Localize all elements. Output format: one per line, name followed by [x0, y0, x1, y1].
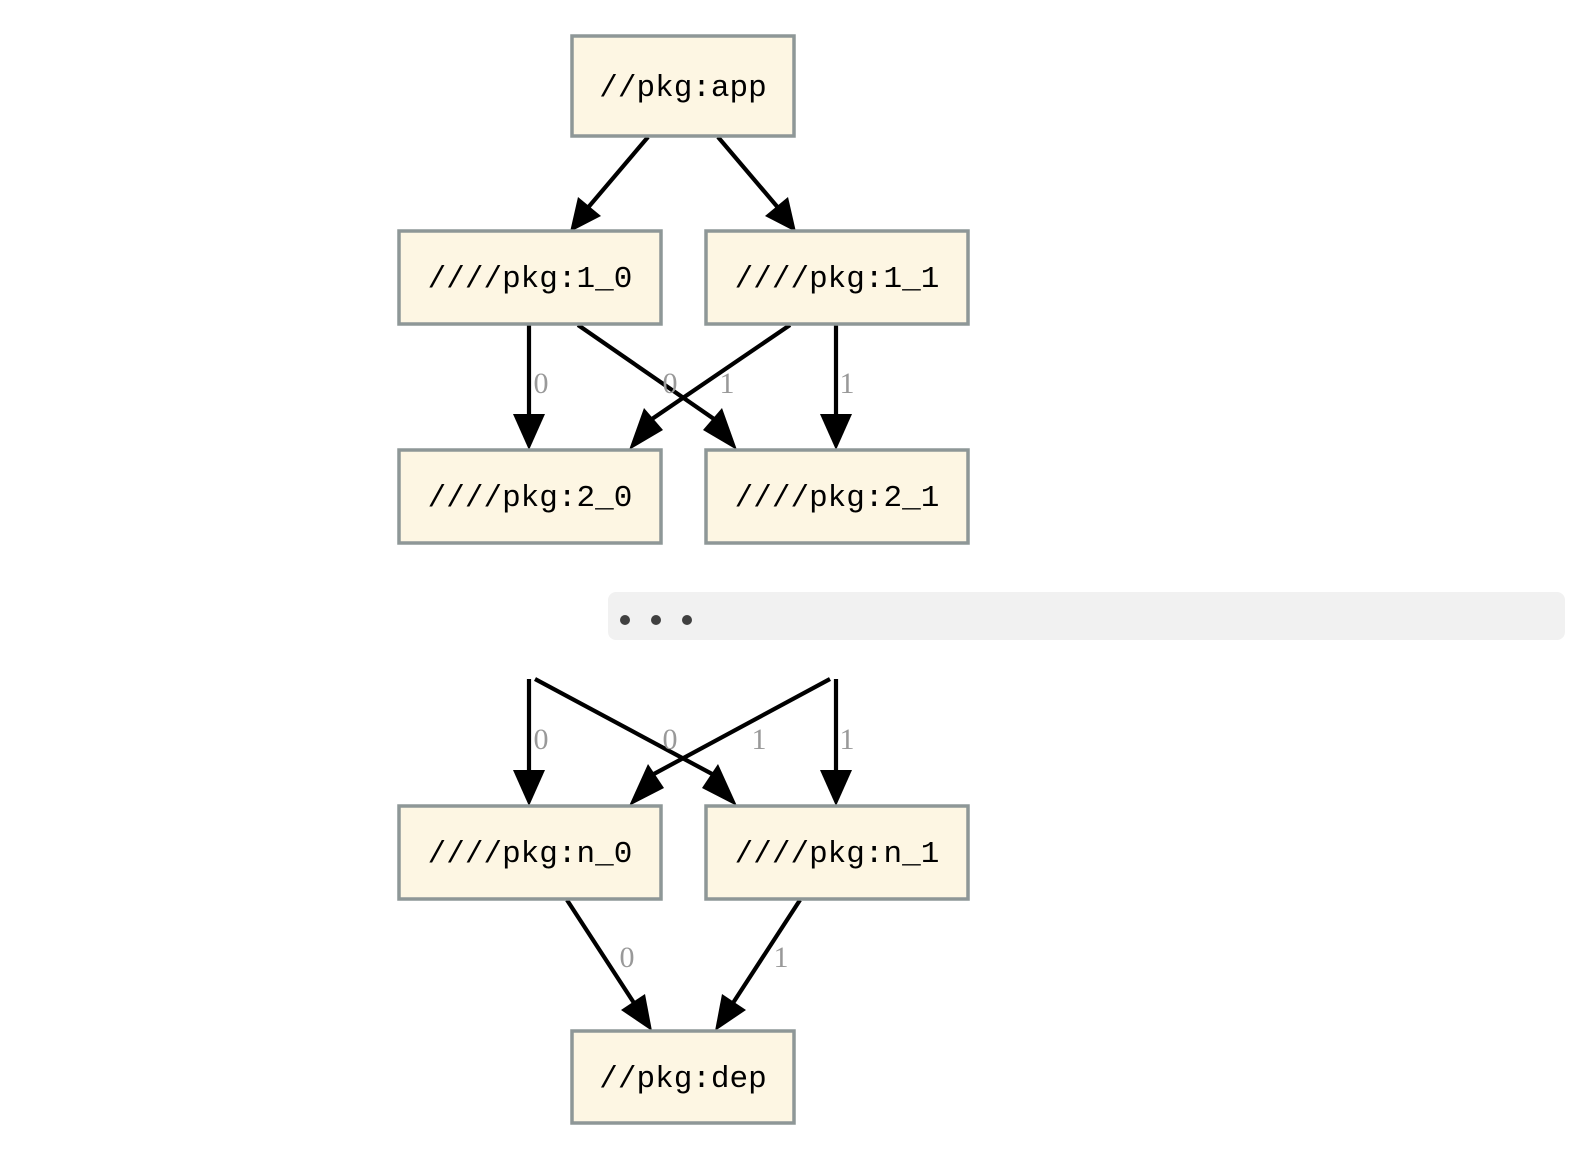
- edge-pkg-n-0-to-dep: 0: [565, 898, 652, 1031]
- edge-label: 1: [840, 723, 855, 756]
- edge-truncated2-to-pkg-n-0: 1: [629, 677, 831, 806]
- edge-truncated-to-pkg-n-1: 0: [534, 677, 737, 806]
- edge-pkg-n-1-to-dep: 1: [715, 898, 802, 1031]
- edge-label: 1: [840, 367, 855, 400]
- node-pkg-2-1[interactable]: ////pkg:2_1: [704, 448, 970, 545]
- edge-label: 0: [663, 367, 678, 400]
- edge-pkg-1-0-to-pkg-2-0: 0: [513, 325, 549, 450]
- ellipsis-dot: [620, 615, 630, 625]
- node-label: ////pkg:1_1: [735, 262, 940, 297]
- node-label: ////pkg:2_1: [735, 481, 940, 516]
- node-pkg-app[interactable]: //pkg:app: [570, 34, 796, 138]
- edge-label: 1: [752, 723, 767, 756]
- ellipsis-band: [608, 592, 1565, 640]
- node-pkg-1-0[interactable]: ////pkg:1_0: [397, 229, 663, 326]
- edge-label: 0: [534, 367, 549, 400]
- edge-label: 0: [534, 723, 549, 756]
- node-label: //pkg:dep: [599, 1062, 766, 1097]
- edge-app-to-pkg-1-1: [716, 135, 796, 232]
- edge-truncated-to-pkg-n-0: 0: [513, 679, 549, 806]
- edge-pkg-1-1-to-pkg-2-0: 1: [629, 323, 792, 450]
- node-pkg-2-0[interactable]: ////pkg:2_0: [397, 448, 663, 545]
- node-pkg-n-0[interactable]: ////pkg:n_0: [397, 804, 663, 901]
- node-pkg-n-1[interactable]: ////pkg:n_1: [704, 804, 970, 901]
- edge-pkg-1-0-to-pkg-2-1: 0: [576, 323, 737, 450]
- edge-app-to-pkg-1-0: [570, 135, 650, 232]
- node-label: //pkg:app: [599, 71, 766, 106]
- node-label: ////pkg:2_0: [428, 481, 633, 516]
- ellipsis-dot: [651, 615, 661, 625]
- edge-pkg-1-1-to-pkg-2-1: 1: [820, 325, 855, 450]
- node-pkg-1-1[interactable]: ////pkg:1_1: [704, 229, 970, 326]
- edge-label: 0: [620, 941, 635, 974]
- edge-label: 0: [663, 723, 678, 756]
- ellipsis-dot: [682, 615, 692, 625]
- node-label: ////pkg:n_1: [735, 837, 940, 872]
- edge-label: 1: [720, 367, 735, 400]
- node-pkg-dep[interactable]: //pkg:dep: [570, 1029, 796, 1125]
- edge-label: 1: [774, 941, 789, 974]
- edge-truncated2-to-pkg-n-1: 1: [820, 679, 855, 806]
- node-label: ////pkg:1_0: [428, 262, 633, 297]
- node-label: ////pkg:n_0: [428, 837, 633, 872]
